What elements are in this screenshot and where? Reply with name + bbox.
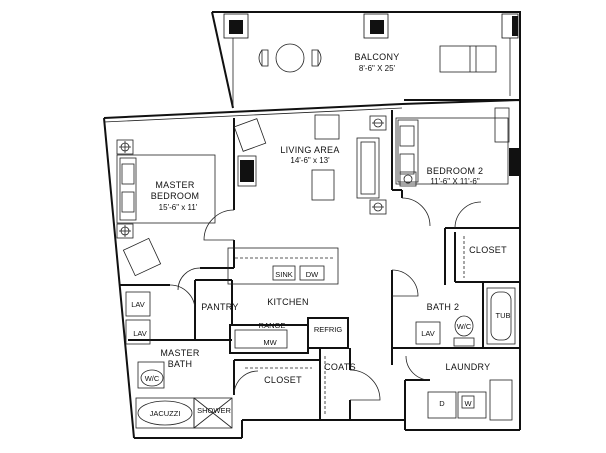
balcony-posts: [223, 13, 519, 39]
living-label: LIVING AREA: [280, 145, 339, 155]
wc-master-label: W/C: [145, 374, 160, 383]
master-bath-label-2: BATH: [168, 359, 193, 369]
bedroom2-bed-icon: [395, 107, 519, 187]
mw-label: MW: [263, 338, 277, 347]
bedroom2-label: BEDROOM 2: [427, 166, 484, 176]
lav-master-1-label: LAV: [131, 300, 145, 309]
master-bedroom-label-2: BEDROOM: [151, 191, 200, 201]
master-bath-label-1: MASTER: [160, 348, 200, 358]
kitchen-island-icon: [227, 247, 339, 285]
coats-label: COATS: [324, 362, 356, 372]
bedroom2-size: 11'-6" X 11'-6": [430, 177, 480, 186]
balcony-label: BALCONY: [354, 52, 399, 62]
interior-walls: [120, 110, 520, 420]
doors: [169, 197, 482, 401]
pantry-label: PANTRY: [201, 302, 238, 312]
refrig-label: REFRIG: [314, 325, 343, 334]
master-bath-fixtures-icon: [125, 291, 233, 429]
wc-bath2-label: W/C: [457, 322, 472, 331]
lounge-chair-icon: [439, 45, 497, 73]
balcony-table-icon: [258, 43, 322, 73]
closet-bed2-label: CLOSET: [469, 245, 507, 255]
armchair-icon: [122, 118, 267, 277]
master-bed-icon: [116, 154, 216, 224]
master-bedroom-label-1: MASTER: [155, 180, 195, 190]
dryer-label: D: [439, 399, 445, 408]
shower-label: SHOWER: [197, 406, 231, 415]
master-bedroom-size: 15'-6" x 11': [159, 203, 198, 212]
jacuzzi-label: JACUZZI: [150, 409, 181, 418]
living-furniture-icon: [237, 114, 387, 215]
bath2-label: BATH 2: [427, 302, 460, 312]
lav-bath2-label: LAV: [421, 329, 435, 338]
dw-label: DW: [306, 270, 319, 279]
kitchen-label: KITCHEN: [267, 297, 309, 307]
closet-master-label: CLOSET: [264, 375, 302, 385]
bath2-fixtures-icon: [415, 287, 516, 347]
sink-label: SINK: [275, 270, 293, 279]
laundry-label: LAUNDRY: [446, 362, 491, 372]
closet-rod: [245, 236, 465, 415]
nightstand-lamp-icon: [116, 139, 134, 239]
lav-master-2-label: LAV: [133, 329, 147, 338]
exterior-walls: [103, 11, 521, 439]
living-size: 14'-6" x 13': [290, 156, 330, 165]
balcony-size: 8'-6" X 25': [359, 64, 396, 73]
range-label: RANGE: [259, 321, 286, 330]
washer-label: W: [464, 399, 472, 408]
laundry-fixtures-icon: [427, 379, 513, 421]
tub-label: TUB: [496, 311, 511, 320]
